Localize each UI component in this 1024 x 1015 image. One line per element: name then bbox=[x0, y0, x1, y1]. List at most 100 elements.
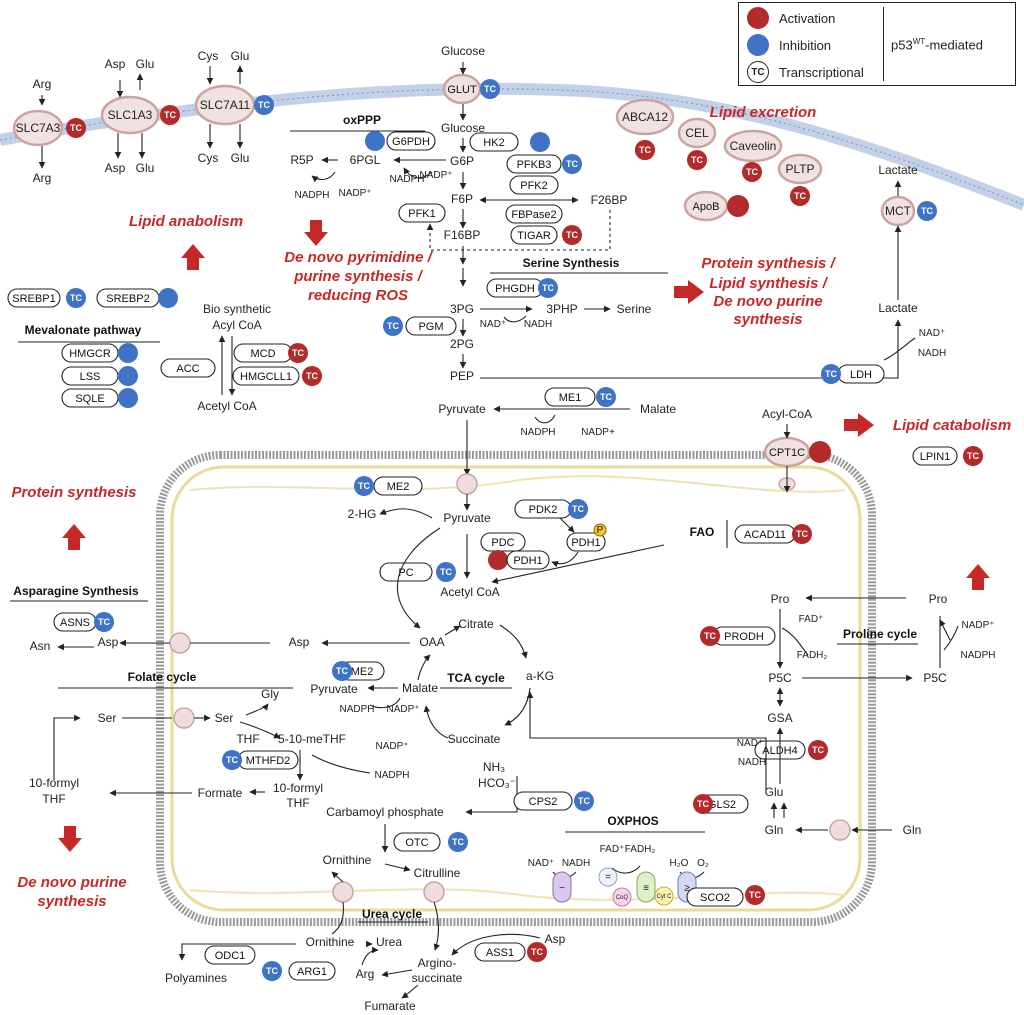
tc-text: TC bbox=[226, 755, 238, 765]
label: reducing ROS bbox=[308, 287, 408, 304]
arrow bbox=[361, 946, 379, 966]
tc-text: TC bbox=[691, 155, 703, 165]
label: GSA bbox=[767, 711, 792, 725]
tc-badge bbox=[574, 791, 594, 811]
urea-heading: Urea cycle bbox=[362, 907, 422, 921]
fbpase2-enzyme-label: FBPase2 bbox=[511, 209, 556, 221]
fad-label: FAD⁺ bbox=[799, 614, 824, 625]
mcd-enzyme-label: MCD bbox=[250, 348, 275, 360]
tc-text: TC bbox=[967, 451, 979, 461]
arrow bbox=[943, 625, 959, 651]
label: synthesis bbox=[733, 311, 802, 328]
arrow bbox=[53, 714, 81, 780]
otc-enzyme bbox=[393, 832, 441, 852]
tc-badge bbox=[568, 499, 588, 519]
tc-text: TC bbox=[266, 966, 278, 976]
tc-text: TC bbox=[746, 167, 758, 177]
ass1-enzyme bbox=[474, 942, 526, 962]
hk2-enzyme-label: HK2 bbox=[483, 137, 504, 149]
cps2-enzyme bbox=[513, 791, 573, 811]
label: Serine bbox=[617, 302, 652, 316]
arrow bbox=[417, 654, 431, 681]
apob-protein-label: ApoB bbox=[693, 201, 720, 213]
label: Asp bbox=[98, 635, 119, 649]
label: Ornithine bbox=[306, 935, 355, 949]
label: Lipid synthesis / bbox=[709, 275, 828, 292]
nadph-label: NADPH bbox=[520, 427, 555, 438]
inhibition-dot bbox=[530, 132, 550, 152]
tc-badge bbox=[436, 562, 456, 582]
complex-i bbox=[552, 871, 572, 903]
arrow bbox=[379, 508, 433, 519]
complex-iv-label: ≥ bbox=[684, 883, 690, 894]
label: THF bbox=[42, 792, 65, 806]
g6pdh-enzyme bbox=[386, 131, 436, 151]
tc-badge bbox=[480, 79, 500, 99]
oxppp-heading: oxPPP bbox=[343, 113, 381, 127]
nadp-label: NADP⁺ bbox=[375, 741, 408, 752]
lpin1-enzyme bbox=[912, 446, 958, 466]
arg1-enzyme bbox=[288, 961, 336, 981]
pc-enzyme-label: PC bbox=[398, 567, 413, 579]
label: Cys bbox=[198, 151, 219, 165]
slc1a3-transporter-label: SLC1A3 bbox=[108, 108, 153, 122]
label: Glu bbox=[765, 785, 784, 799]
sqle-enzyme-label: SQLE bbox=[75, 393, 104, 405]
label: synthesis bbox=[37, 893, 106, 910]
pfk1-enzyme bbox=[398, 203, 446, 223]
cytc-label: Cyt C bbox=[657, 894, 673, 900]
hmgcll1-enzyme-label: HMGCLL1 bbox=[240, 371, 292, 383]
arrow bbox=[883, 337, 916, 361]
label: Pyruvate bbox=[438, 402, 486, 416]
arrow bbox=[397, 527, 441, 629]
label: 10-formyl bbox=[273, 781, 323, 795]
tc-text: TC bbox=[697, 799, 709, 809]
odc1-enzyme-label: ODC1 bbox=[215, 950, 246, 962]
slc7a11-transporter-label: SLC7A11 bbox=[200, 98, 251, 112]
mito-transporter bbox=[456, 473, 478, 495]
activation-dot bbox=[727, 195, 749, 217]
label: Lactate bbox=[878, 163, 918, 177]
tc-badge bbox=[527, 942, 547, 962]
inhibition-dot bbox=[747, 34, 769, 56]
phgdh-enzyme-label: PHGDH bbox=[495, 283, 535, 295]
tca-heading: TCA cycle bbox=[447, 671, 505, 685]
ass1-enzyme-label: ASS1 bbox=[486, 947, 514, 959]
nadp-label: NADP⁺ bbox=[386, 704, 419, 715]
tc-badge bbox=[66, 288, 86, 308]
label: 10-formyl bbox=[29, 776, 79, 790]
fad-label: FAD⁺ bbox=[600, 844, 625, 855]
complex-ii bbox=[598, 867, 618, 887]
lipid-catabolism-heading: Lipid catabolism bbox=[893, 417, 1011, 434]
odc1-enzyme bbox=[204, 945, 256, 965]
label: F6P bbox=[451, 192, 473, 206]
tc-text: TC bbox=[812, 745, 824, 755]
arg1-enzyme-label: ARG1 bbox=[297, 966, 327, 978]
label: Malate bbox=[402, 681, 438, 695]
gls2-enzyme-label: GLS2 bbox=[708, 799, 736, 811]
label: 6PGL bbox=[350, 153, 381, 167]
label: Ornithine bbox=[323, 853, 372, 867]
tc-badge bbox=[745, 885, 765, 905]
pfk2-enzyme bbox=[509, 175, 559, 195]
pfk1-enzyme-label: PFK1 bbox=[408, 208, 436, 220]
label: Glucose bbox=[441, 121, 485, 135]
lpin1-enzyme-label: LPIN1 bbox=[920, 451, 951, 463]
effect-arrow bbox=[58, 826, 82, 852]
otc-enzyme-label: OTC bbox=[405, 837, 428, 849]
label: F26BP bbox=[591, 193, 628, 207]
slc7a3-transporter bbox=[12, 109, 64, 147]
tc-text: TC bbox=[258, 100, 270, 110]
pfk2-enzyme-label: PFK2 bbox=[520, 180, 548, 192]
abca12-transporter bbox=[615, 98, 675, 136]
label: F16BP bbox=[444, 228, 481, 242]
lipid-anabolism-heading: Lipid anabolism bbox=[129, 213, 243, 230]
srebp2-enzyme-label: SREBP2 bbox=[106, 293, 149, 305]
oxphos-heading: OXPHOS bbox=[607, 814, 658, 828]
label: Citrate bbox=[458, 617, 494, 631]
arrow bbox=[311, 171, 336, 183]
tc-badge bbox=[383, 316, 403, 336]
label: Gln bbox=[903, 823, 922, 837]
effect-arrow bbox=[62, 524, 86, 550]
fbpase2-enzyme bbox=[505, 204, 563, 224]
